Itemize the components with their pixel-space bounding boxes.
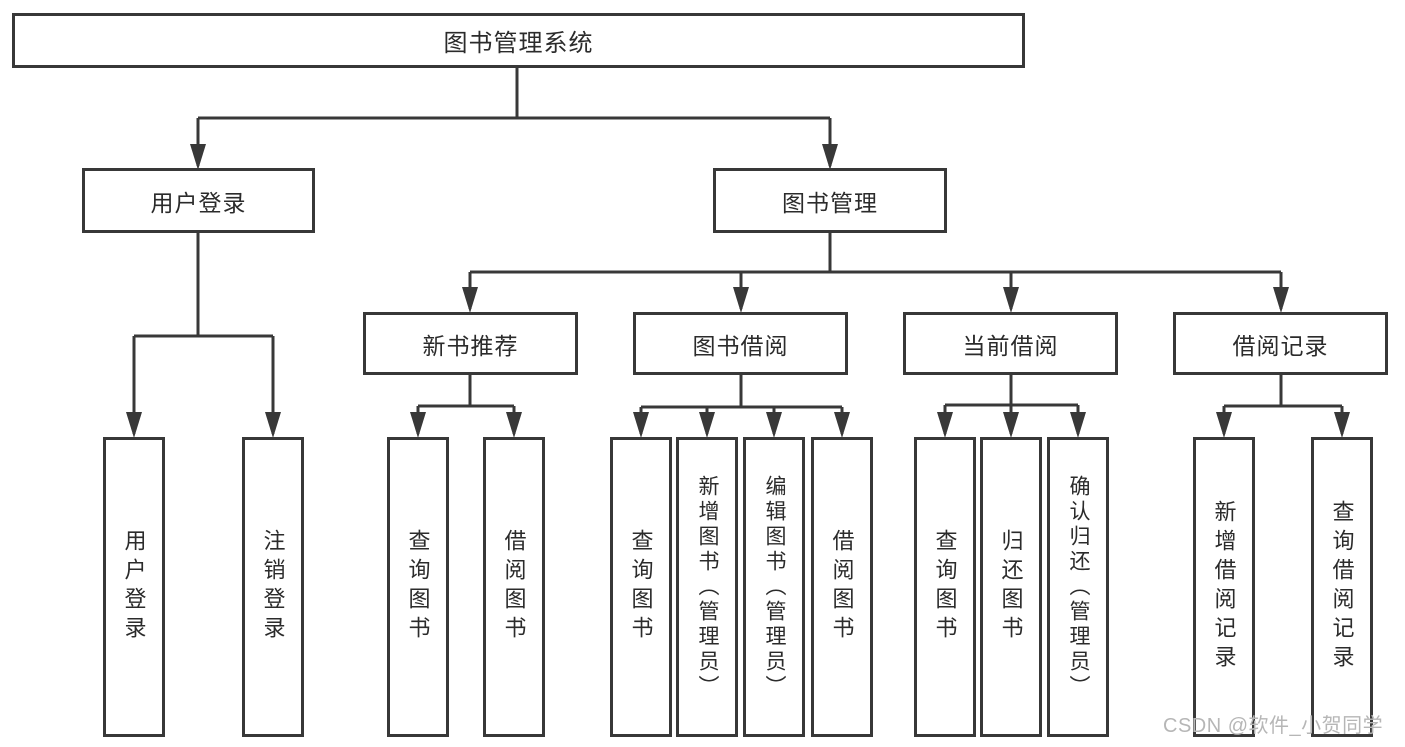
leaf-query-books-borrow-label: 查询图书: [628, 529, 654, 645]
node-book-management-label: 图书管理: [782, 189, 878, 216]
leaf-add-book-admin-label: 新增图书（管理员）: [696, 474, 720, 700]
arrowheads: [126, 144, 1350, 438]
node-user-login-label: 用户登录: [150, 189, 247, 216]
node-new-book-recommend: 新书推荐: [363, 312, 578, 375]
leaf-confirm-return-admin-label: 确认归还（管理员）: [1067, 474, 1091, 700]
node-borrow-records-label: 借阅记录: [1232, 332, 1329, 359]
leaf-return-book-label: 归还图书: [998, 529, 1024, 645]
leaf-add-borrow-record-label: 新增借阅记录: [1211, 500, 1237, 674]
leaf-query-books-borrow: 查询图书: [610, 437, 672, 737]
node-book-management: 图书管理: [713, 168, 947, 233]
watermark: CSDN @软件_小贺同学: [1163, 715, 1384, 737]
node-borrow-records: 借阅记录: [1173, 312, 1388, 375]
leaf-add-book-admin: 新增图书（管理员）: [676, 437, 738, 737]
leaf-query-borrow-record: 查询借阅记录: [1311, 437, 1373, 737]
node-new-book-recommend-label: 新书推荐: [422, 332, 519, 359]
leaf-user-login-label: 用户登录: [121, 529, 147, 645]
leaf-edit-book-admin-label: 编辑图书（管理员）: [763, 474, 787, 700]
leaf-query-books-recommend: 查询图书: [387, 437, 449, 737]
leaf-borrow-books-recommend-label: 借阅图书: [501, 529, 527, 645]
node-current-borrow: 当前借阅: [903, 312, 1118, 375]
leaf-user-login: 用户登录: [103, 437, 165, 737]
node-user-login: 用户登录: [82, 168, 315, 233]
leaf-query-borrow-record-label: 查询借阅记录: [1329, 500, 1355, 674]
node-current-borrow-label: 当前借阅: [962, 332, 1059, 359]
leaf-query-books-recommend-label: 查询图书: [405, 529, 431, 645]
node-book-borrow: 图书借阅: [633, 312, 848, 375]
leaf-edit-book-admin: 编辑图书（管理员）: [743, 437, 805, 737]
leaf-query-books-current-label: 查询图书: [932, 529, 958, 645]
leaf-borrow-books-recommend: 借阅图书: [483, 437, 545, 737]
leaf-return-book: 归还图书: [980, 437, 1042, 737]
leaf-query-books-current: 查询图书: [914, 437, 976, 737]
leaf-borrow-books-borrow: 借阅图书: [811, 437, 873, 737]
node-book-borrow-label: 图书借阅: [692, 332, 789, 359]
leaf-logout: 注销登录: [242, 437, 304, 737]
leaf-add-borrow-record: 新增借阅记录: [1193, 437, 1255, 737]
leaf-confirm-return-admin: 确认归还（管理员）: [1047, 437, 1109, 737]
node-library-system-label: 图书管理系统: [443, 30, 594, 57]
leaf-logout-label: 注销登录: [260, 529, 286, 645]
leaf-borrow-books-borrow-label: 借阅图书: [829, 529, 855, 645]
node-library-system: 图书管理系统: [12, 13, 1025, 68]
